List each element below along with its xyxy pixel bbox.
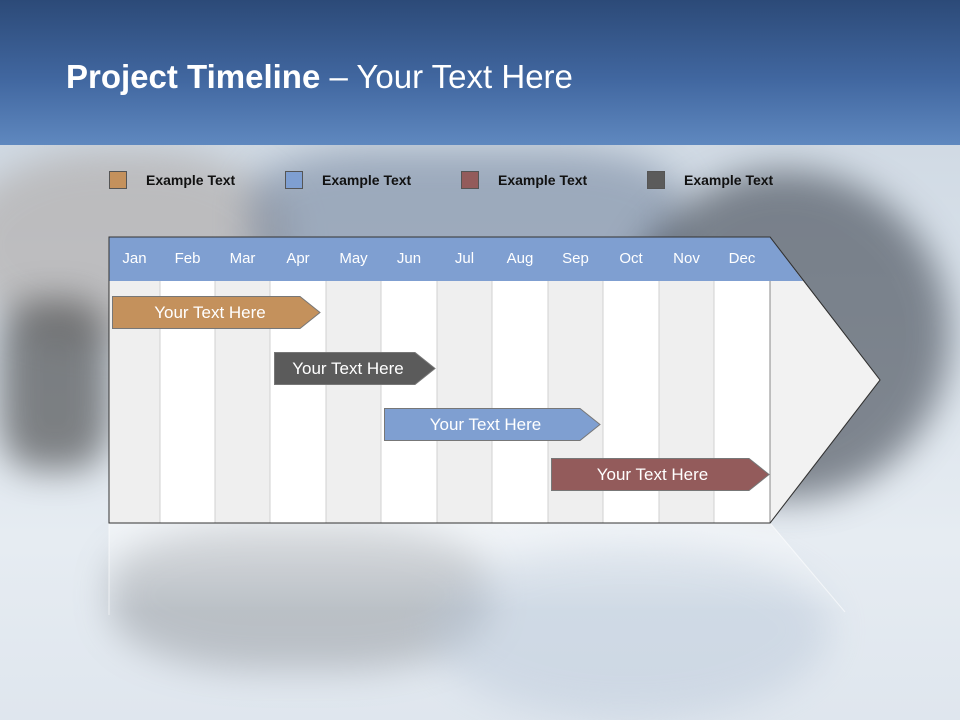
legend-swatch [285, 171, 303, 189]
month-label: Feb [174, 250, 201, 267]
arrow-head-fill [770, 281, 880, 523]
column-stripe [326, 281, 381, 523]
task-label: Your Text Here [292, 359, 404, 378]
month-label: Mar [229, 250, 256, 267]
month-label: Jul [454, 250, 475, 267]
legend-label: Example Text [684, 172, 774, 188]
title-banner: Project Timeline – Your Text Here [0, 0, 960, 145]
task-bar: Your Text Here [384, 408, 601, 441]
month-label: Nov [673, 250, 700, 267]
month-label: Aug [506, 250, 534, 267]
month-label: Dec [728, 250, 756, 267]
task-bar: Your Text Here [274, 352, 436, 385]
month-label: May [339, 250, 368, 267]
arrow-outline [108, 236, 881, 524]
task-label: Your Text Here [154, 303, 266, 322]
legend-label: Example Text [498, 172, 588, 188]
column-stripe [437, 281, 492, 523]
dark-grip-shape [0, 300, 110, 470]
task-arrow [112, 296, 321, 329]
reflection-edge [769, 522, 846, 613]
page-title: Project Timeline – Your Text Here [66, 58, 573, 96]
legend-swatch [109, 171, 127, 189]
task-arrow [551, 458, 770, 491]
task-label: Your Text Here [429, 415, 542, 434]
title-bold: Project Timeline [66, 58, 321, 95]
month-label: Oct [619, 250, 643, 267]
arrow-reflection [109, 523, 845, 612]
title-rest: – Your Text Here [320, 58, 573, 95]
month-label: Sep [562, 250, 589, 267]
month-label: Jun [396, 250, 422, 267]
task-label: Your Text Here [596, 465, 709, 484]
legend-label: Example Text [322, 172, 412, 188]
task-arrow [274, 352, 436, 385]
task-bar: Your Text Here [112, 296, 321, 329]
legend-swatch [647, 171, 665, 189]
month-header-band [109, 237, 803, 281]
legend-swatch [461, 171, 479, 189]
month-label: Jan [122, 250, 147, 267]
month-label: Apr [286, 250, 310, 267]
task-arrow [384, 408, 601, 441]
task-bar: Your Text Here [551, 458, 770, 491]
legend-label: Example Text [146, 172, 236, 188]
